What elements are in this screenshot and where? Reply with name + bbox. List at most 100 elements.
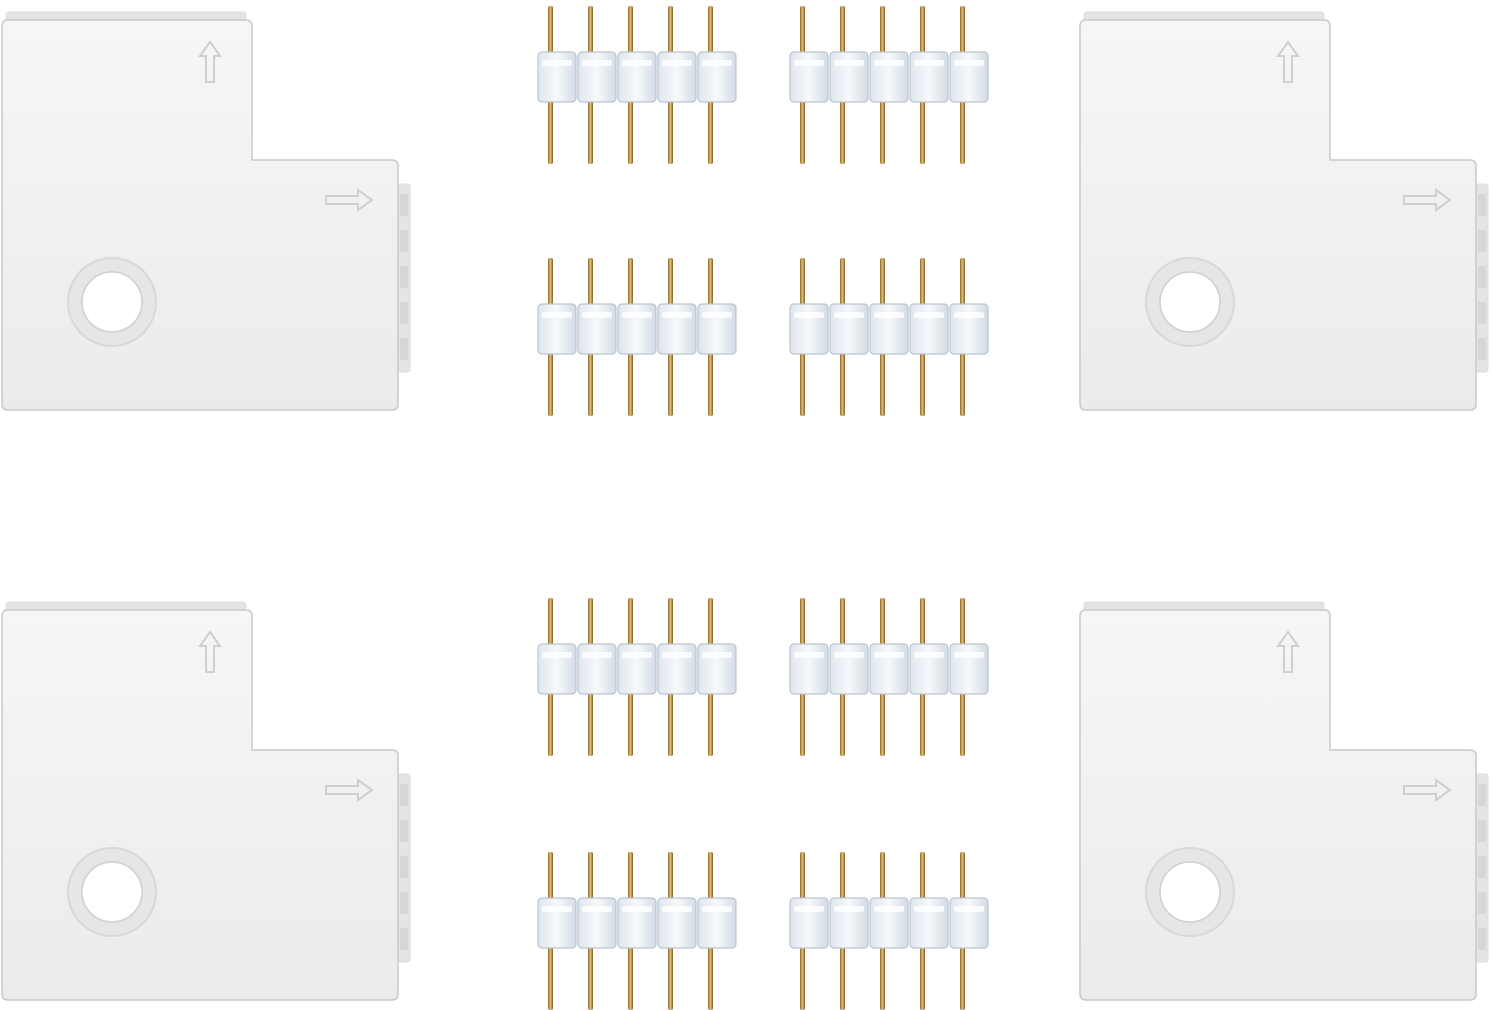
pin-housing-cell [829,643,869,695]
pin-top [880,852,885,912]
pin-top [708,852,713,912]
slot-contact [400,194,408,216]
mounting-hole [81,271,143,333]
pin-header-2 [789,6,989,164]
pin-bottom [840,938,845,1010]
pin-top [668,598,673,658]
slot-contact [400,892,408,914]
pin-housing-cell [909,643,949,695]
pin-top [920,6,925,66]
pin-housing-cell [697,643,737,695]
corner-connector-top-left [1,11,411,411]
mounting-hole [1159,271,1221,333]
housing-highlight [662,312,692,318]
pin-bottom [628,938,633,1010]
corner-connectors [1,11,1489,1001]
slot-contact [1478,266,1486,288]
housing-highlight [582,312,612,318]
pin-bottom [588,684,593,756]
pin-bottom [628,92,633,164]
pin-top [548,6,553,66]
housing-highlight [874,312,904,318]
pin-housing-cell [617,303,657,355]
pin-housing-cell [949,897,989,949]
pin-bottom [588,344,593,416]
pin-bottom [880,92,885,164]
pin-bottom [920,684,925,756]
arrow-up-icon [1276,630,1300,673]
pin-housing-cell [869,897,909,949]
housing-highlight [954,60,984,66]
housing-highlight [834,312,864,318]
pin-bottom [628,344,633,416]
housing-highlight [874,652,904,658]
slot-contact [1478,784,1486,806]
mounting-hole [81,861,143,923]
pin-top [920,598,925,658]
pin-housing-cell [657,643,697,695]
pin-top [840,258,845,318]
pin-top [800,258,805,318]
pin-bottom [840,684,845,756]
housing-highlight [834,60,864,66]
pin-top [588,258,593,318]
pin-bottom [800,92,805,164]
pin-housing-cell [537,643,577,695]
pin-housing-cell [789,643,829,695]
housing-highlight [834,906,864,912]
pin-headers [537,6,989,1010]
arrow-right-icon [1403,188,1452,212]
housing-highlight [542,906,572,912]
pin-top [668,6,673,66]
housing-highlight [542,652,572,658]
housing-highlight [874,60,904,66]
housing-highlight [542,60,572,66]
pin-bottom [960,938,965,1010]
housing-highlight [914,652,944,658]
pin-bottom [588,92,593,164]
connector-body [1,609,399,1001]
pin-bottom [668,684,673,756]
housing-highlight [834,652,864,658]
pin-bottom [708,684,713,756]
slot-contact [1478,302,1486,324]
housing-highlight [702,60,732,66]
pin-top [548,258,553,318]
corner-connector-bottom-left [1,601,411,1001]
pin-housing-cell [697,51,737,103]
pin-bottom [800,684,805,756]
pin-top [880,258,885,318]
housing-highlight [914,312,944,318]
pin-top [628,258,633,318]
slot-contact [1478,194,1486,216]
pin-bottom [880,684,885,756]
pin-bottom [548,92,553,164]
housing-highlight [662,652,692,658]
arrow-right-icon [1403,778,1452,802]
pin-housing-cell [949,643,989,695]
housing-highlight [954,652,984,658]
pin-top [840,852,845,912]
housing-highlight [662,60,692,66]
connector-body [1079,19,1477,411]
pin-housing-cell [577,303,617,355]
pin-housing-cell [657,897,697,949]
slot-contact [400,928,408,950]
pin-housing-cell [577,51,617,103]
mounting-hole [1159,861,1221,923]
pin-top [960,598,965,658]
pin-bottom [920,92,925,164]
pin-housing-cell [537,51,577,103]
pin-housing-cell [909,51,949,103]
pin-housing-cell [789,303,829,355]
pin-bottom [668,938,673,1010]
pin-housing-cell [617,897,657,949]
slot-contact [400,338,408,360]
pin-top [840,6,845,66]
pin-top [588,852,593,912]
pin-bottom [960,684,965,756]
pin-header-5 [537,598,737,756]
pin-housing-cell [869,303,909,355]
slot-contact [1478,820,1486,842]
